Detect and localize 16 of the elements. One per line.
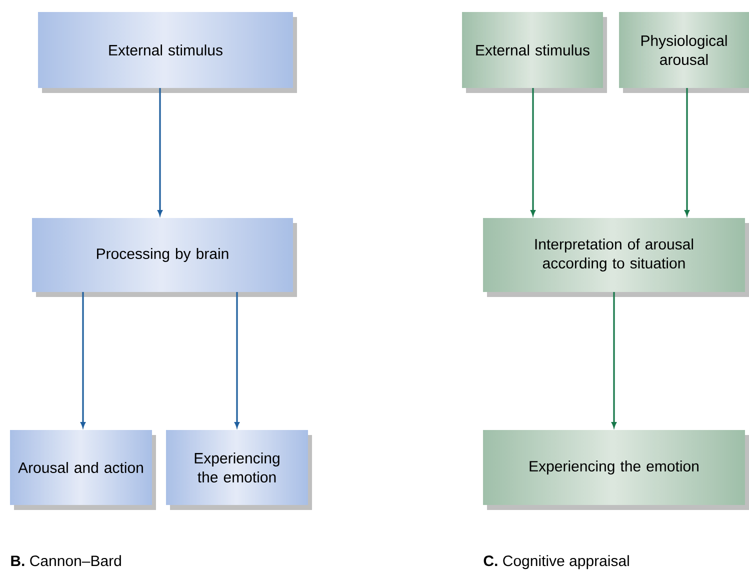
process-box: Processing by brain <box>32 218 297 297</box>
process-box: Interpretation of arousal according to situation <box>483 218 749 297</box>
process-box: External stimulus <box>462 12 607 93</box>
arrow <box>80 292 86 428</box>
process-box: Experiencing the emotion <box>166 430 312 510</box>
process-box: Experiencing the emotion <box>483 430 749 510</box>
arrow <box>684 88 690 216</box>
arrow <box>158 88 162 216</box>
process-box: External stimulus <box>38 12 297 93</box>
arrow <box>530 88 536 216</box>
arrow <box>612 292 616 428</box>
panel-caption: B. Cannon–Bard <box>11 555 121 566</box>
process-box: Physiological arousal <box>619 12 749 93</box>
process-box: Arousal and action <box>10 430 156 510</box>
panel-caption: C. Cognitive appraisal <box>484 555 629 570</box>
arrow <box>234 292 240 428</box>
